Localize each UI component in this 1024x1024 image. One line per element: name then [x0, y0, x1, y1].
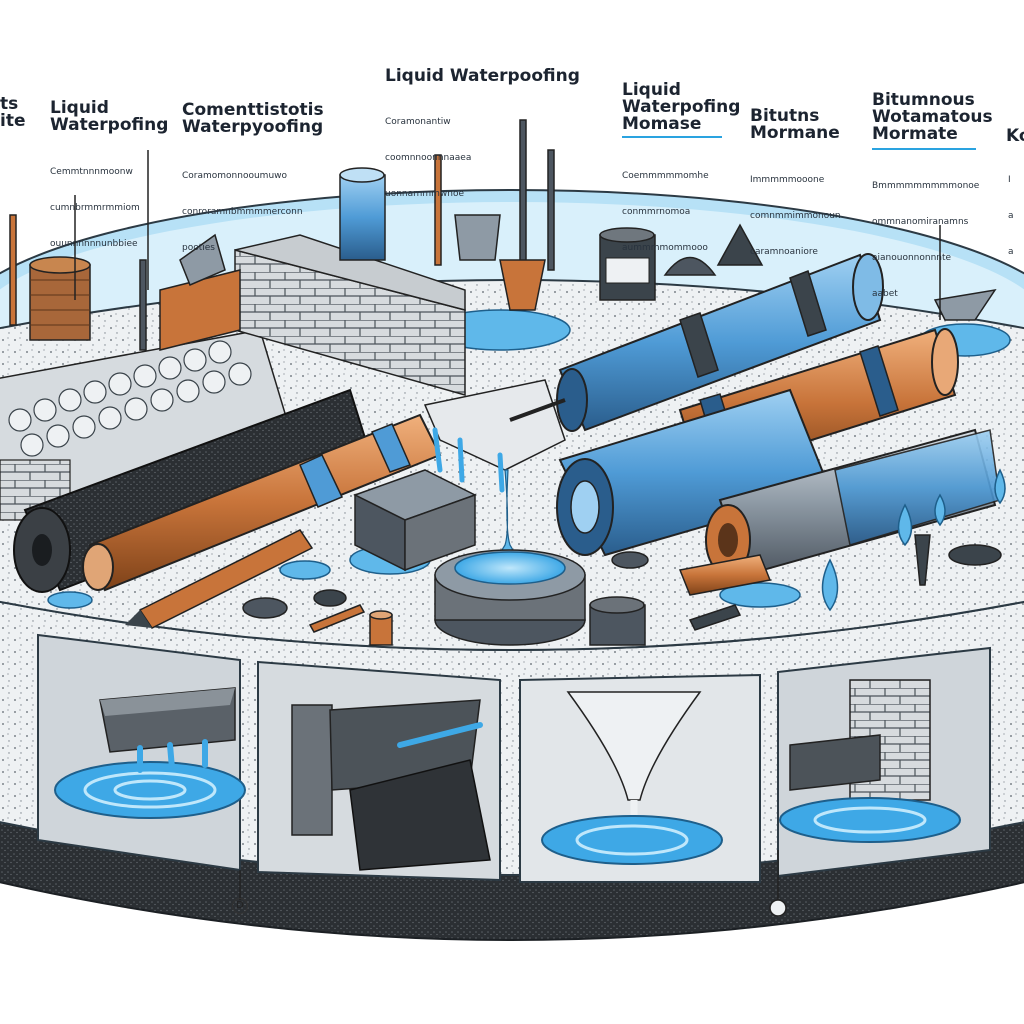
- scattered-parts: [242, 534, 1002, 646]
- label-7-body: I a a: [1008, 150, 1014, 270]
- label-1-body: Cemmtnnnmoonw cumnbrmmrmmiom ouunnnnnnun…: [50, 142, 140, 262]
- rolled-membrane-back: [29, 256, 91, 341]
- canister: [339, 167, 386, 261]
- label-5-line1: Bitutns: [750, 106, 820, 126]
- marker-dot-right: [769, 899, 787, 917]
- compartment-2-contents: [291, 699, 491, 871]
- label-5-line2: Mormane: [750, 123, 840, 143]
- sealant-jar: [599, 227, 656, 301]
- label-7-title: Ko: [1006, 128, 1024, 145]
- label-7-body-line: I: [1008, 175, 1011, 185]
- label-4-line3: Momase: [622, 114, 702, 134]
- label-0-title: ts ite: [0, 96, 25, 130]
- stone-cubes: [353, 469, 477, 572]
- label-7-body-line: a: [1008, 211, 1014, 221]
- label-1-body-line: Cemmtnnnmoonw: [50, 167, 133, 177]
- tools-back: [9, 119, 555, 351]
- label-6-rule: [872, 148, 976, 150]
- label-3-title: Liquid Waterpoofing: [385, 68, 580, 85]
- label-6-body: Bmmmmmmmmmonoe ommnanomiranamns aianouon…: [872, 156, 979, 312]
- label-2-body: Coramomonnooumuwo conroramnbmmmmerconn p…: [182, 146, 303, 266]
- label-4-body-line: conmmrnomoa: [622, 207, 691, 217]
- label-2-body-line: Coramomonnooumuwo: [182, 171, 288, 181]
- compartment-4-contents: [779, 679, 961, 843]
- brick-wall: [159, 234, 466, 396]
- label-4-line2: Waterpofing: [622, 97, 741, 117]
- label-6-body-line: aianouonnonnnte: [872, 253, 952, 263]
- label-4-rule: [622, 136, 722, 138]
- wood-pipe: [82, 413, 442, 592]
- label-1-line1: Liquid: [50, 98, 109, 118]
- label-4-body: Coemmmmmomhe conmmrnomoa aummmmommooo: [622, 146, 709, 266]
- label-2-line2: Waterpyoofing: [182, 117, 324, 137]
- label-1-title: Liquid Waterpofing: [50, 100, 168, 134]
- blue-membrane-roll: [556, 388, 832, 557]
- label-4-body-line: Coemmmmmomhe: [622, 171, 709, 181]
- label-2-title: Comenttistotis Waterpyoofing: [182, 102, 324, 136]
- label-3-body-line: coomnnoonnnaaea: [385, 153, 472, 163]
- label-6-body-line: Bmmmmmmmmmonoe: [872, 181, 980, 191]
- stone-pile-left: [0, 329, 291, 521]
- label-6-body-line: aabet: [872, 289, 898, 299]
- label-5-body-line: comnmmimmonoun: [750, 211, 841, 221]
- compartment-1-contents: [54, 687, 246, 819]
- sealant-base: [434, 549, 586, 646]
- marker-d: D: [232, 898, 248, 914]
- label-1-body-line: cumnbrmmrmmiom: [50, 203, 140, 213]
- label-6-body-line: ommnanomiranamns: [872, 217, 969, 227]
- label-3-body: Coramonantiw coomnnoonnnaaea uonnarnmmwn…: [385, 92, 471, 212]
- label-4-title: Liquid Waterpofing Momase: [622, 82, 740, 133]
- label-2-body-line: pooties: [182, 243, 215, 253]
- label-5-body: Immmmmooone comnmmimmonoun caramnoaniore: [750, 150, 841, 270]
- label-3-body-line: uonnarnmmwnoe: [385, 189, 465, 199]
- label-7-body-line: a: [1008, 247, 1014, 257]
- label-7-line1: Ko: [1006, 126, 1024, 146]
- label-1-line2: Waterpofing: [50, 115, 169, 135]
- label-6-title: Bitumnous Wotamatous Mormate: [872, 92, 993, 143]
- label-6-line2: Wotamatous: [872, 107, 993, 127]
- label-6-line1: Bitumnous: [872, 90, 975, 110]
- label-5-title: Bitutns Mormane: [750, 108, 840, 142]
- leader-lines: [74, 150, 941, 900]
- label-0-line1: ts: [0, 94, 19, 114]
- misc-objects-back: [663, 223, 997, 321]
- label-6-line3: Mormate: [872, 124, 958, 144]
- water-drops: [821, 468, 1006, 612]
- label-2-body-line: conroramnbmmmmerconn: [182, 207, 303, 217]
- blue-pipe-top: [509, 253, 884, 432]
- label-5-body-line: Immmmmooone: [750, 175, 825, 185]
- marker-tool: [125, 529, 314, 629]
- grey-pipe-front: [678, 428, 1001, 596]
- label-1-body-line: ouunnnnnnunbbiee: [50, 239, 138, 249]
- label-3-line1: Liquid Waterpoofing: [385, 66, 580, 86]
- compartment-3-contents: [541, 691, 723, 865]
- label-2-line1: Comenttistotis: [182, 100, 324, 120]
- label-3-body-line: Coramonantiw: [385, 117, 451, 127]
- label-5-body-line: caramnoaniore: [750, 247, 818, 257]
- label-4-body-line: aummmmommooo: [622, 243, 708, 253]
- label-0-line2: ite: [0, 111, 26, 131]
- pour-block: [423, 379, 566, 566]
- label-4-line1: Liquid: [622, 80, 681, 100]
